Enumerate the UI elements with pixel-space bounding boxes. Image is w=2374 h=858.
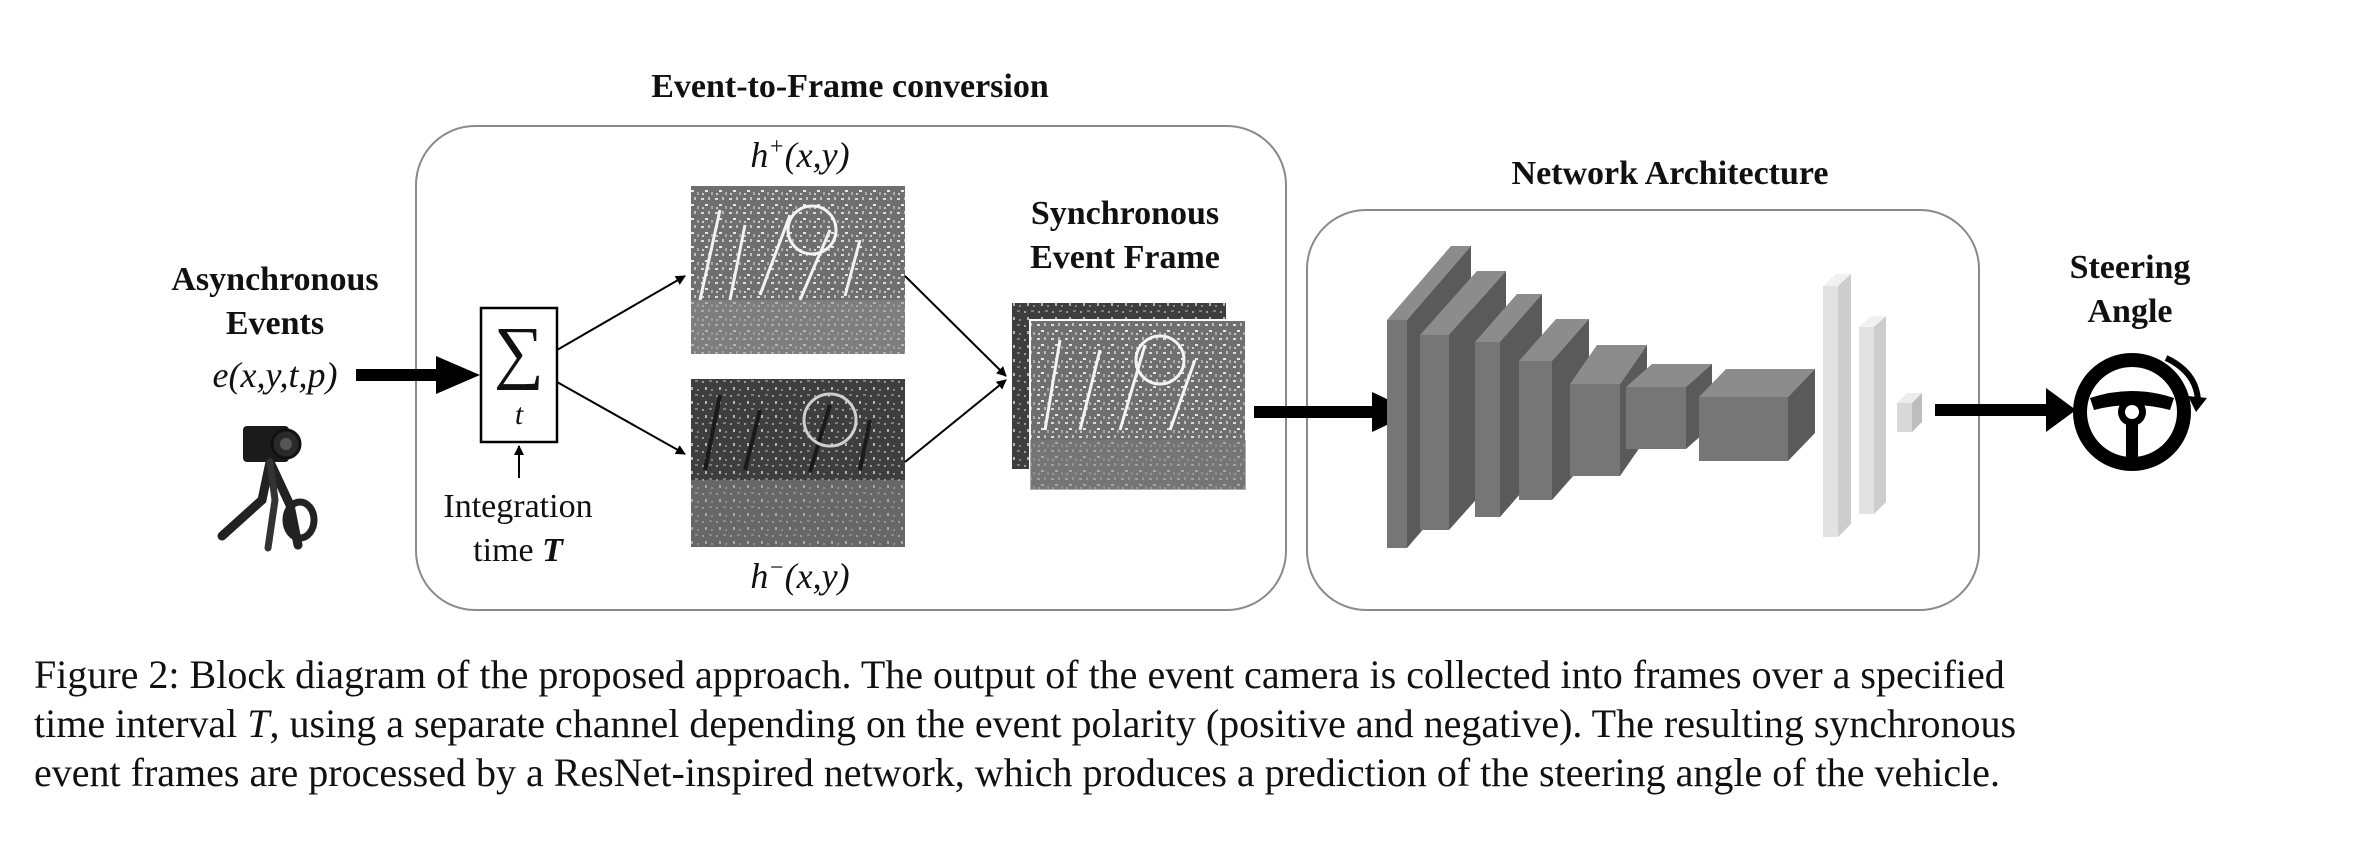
h-minus-frame-image <box>691 379 905 547</box>
caption-line-3: event frames are processed by a ResNet-i… <box>34 750 2000 795</box>
figure-caption: Figure 2: Block diagram of the proposed … <box>34 650 2354 797</box>
async-events-formula: e(x,y,t,p) <box>212 355 338 395</box>
arrow-to-h-plus <box>556 275 686 351</box>
caption-line-1: Figure 2: Block diagram of the proposed … <box>34 652 2005 697</box>
arrow-h-minus-to-sync <box>904 379 1007 463</box>
h-plus-label: h+(x,y) <box>750 134 850 175</box>
summation-box <box>479 306 559 444</box>
network-layers <box>1387 246 1922 548</box>
arrow-to-h-minus <box>556 381 686 455</box>
network-to-steering-arrow <box>1935 388 2076 432</box>
summation-symbol: ∑ <box>494 314 544 391</box>
async-events-label: Asynchronous Events <box>171 261 379 342</box>
input-arrow <box>356 356 480 394</box>
rotation-arrow-icon <box>2164 355 2207 412</box>
h-plus-frame-image <box>691 186 905 354</box>
sync-event-frame-label: Synchronous Event Frame <box>1030 195 1220 276</box>
h-minus-label: h−(x,y) <box>750 555 850 596</box>
event-to-frame-title: Event-to-Frame conversion <box>651 68 1049 105</box>
arrow-h-plus-to-sync <box>904 275 1007 377</box>
event-camera-icon <box>217 426 318 552</box>
steering-angle-label: Steering Angle <box>2069 249 2191 330</box>
summation-index: t <box>514 398 524 431</box>
integration-time-label: Integration time T <box>443 488 593 569</box>
steering-wheel-icon <box>2073 353 2191 471</box>
sync-event-frame-stack <box>1012 303 1247 491</box>
caption-line-2: time interval T, using a separate channe… <box>34 701 2017 746</box>
block-diagram <box>217 186 2207 552</box>
event-to-frame-panel <box>415 125 1287 611</box>
network-architecture-title: Network Architecture <box>1511 155 1829 192</box>
